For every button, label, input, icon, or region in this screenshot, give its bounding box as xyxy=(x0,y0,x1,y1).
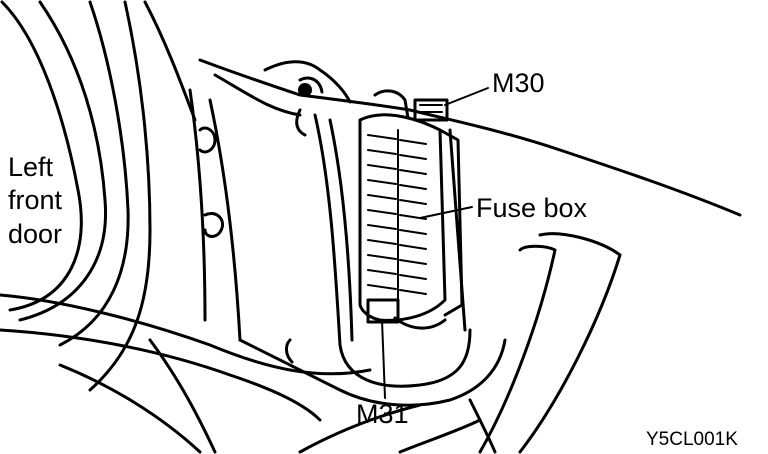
pillar-panel xyxy=(188,58,742,407)
fuse-rows xyxy=(367,129,427,311)
label-m31: M31 xyxy=(356,399,409,429)
label-door-line-2: front xyxy=(8,185,63,215)
trim-panel xyxy=(298,232,622,454)
leader-m30 xyxy=(444,87,489,106)
label-fuse-box: Fuse box xyxy=(476,193,588,223)
door-frame-outline xyxy=(0,0,372,454)
leader-m31 xyxy=(381,319,386,399)
leader-fuse-box xyxy=(419,206,473,219)
label-door-line-3: door xyxy=(8,219,62,249)
fuse-box xyxy=(358,89,464,330)
connector-m30 xyxy=(413,98,449,122)
label-door-line-1: Left xyxy=(8,152,54,182)
figure-code: Y5CL001K xyxy=(646,429,738,450)
label-m30: M30 xyxy=(492,68,545,98)
